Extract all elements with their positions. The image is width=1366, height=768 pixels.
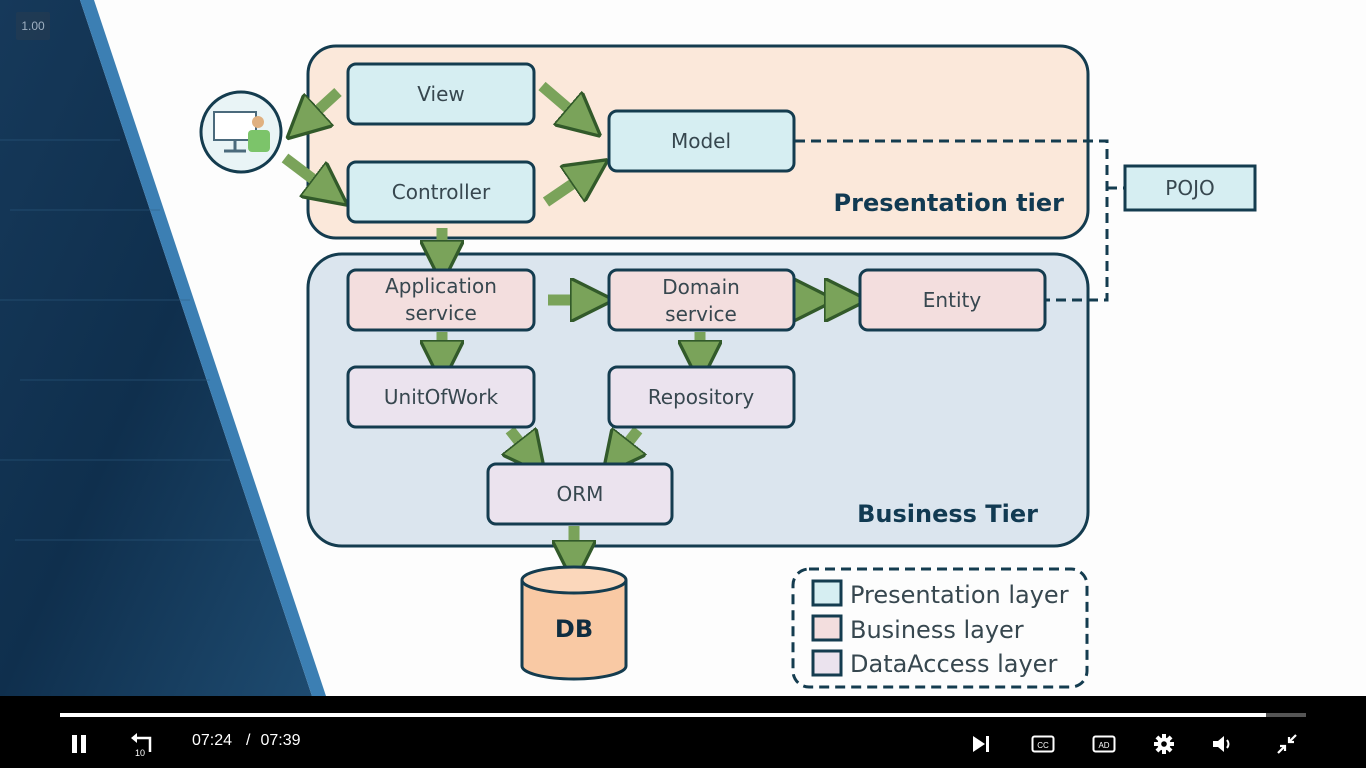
legend-presentation-label: Presentation layer <box>850 581 1069 609</box>
video-frame[interactable]: 1.00 <box>0 0 1366 696</box>
arrow-controller-to-model <box>542 172 590 207</box>
rewind-number: 10 <box>135 748 145 758</box>
legend-swatch-dataaccess <box>811 649 843 677</box>
ad-text: AD <box>1098 741 1109 750</box>
progress-fill <box>60 713 1267 717</box>
architecture-diagram: View Controller Model POJO Application s… <box>199 44 1257 689</box>
model-label: Model <box>671 129 731 153</box>
exit-fullscreen-button[interactable] <box>1269 728 1305 760</box>
domain-service-label-line2: service <box>665 302 737 326</box>
domain-service-label-line1: Domain <box>662 275 740 299</box>
controller-label: Controller <box>392 180 491 204</box>
pojo-label: POJO <box>1165 176 1214 200</box>
time-separator: / <box>246 732 251 749</box>
model-box: Model <box>607 109 796 173</box>
captions-button[interactable]: CC <box>1025 728 1061 760</box>
current-time: 07:24 <box>192 732 233 749</box>
entity-box: Entity <box>858 268 1047 332</box>
domain-service-box: Domain service <box>607 268 796 332</box>
orm-label: ORM <box>557 482 604 506</box>
repository-box: Repository <box>607 365 796 429</box>
playback-speed-badge: 1.00 <box>16 12 50 40</box>
pause-icon <box>72 735 86 753</box>
volume-icon <box>1213 736 1230 752</box>
repository-label: Repository <box>648 385 755 409</box>
presentation-tier-label: Presentation tier <box>834 189 1065 217</box>
volume-button[interactable] <box>1205 728 1241 760</box>
pause-button[interactable] <box>61 728 97 760</box>
settings-button[interactable] <box>1146 728 1182 760</box>
entity-label: Entity <box>923 288 982 312</box>
ad-icon: AD <box>1092 735 1116 753</box>
unitofwork-box: UnitOfWork <box>346 365 536 429</box>
legend: Presentation layer Business layer DataAc… <box>791 567 1089 689</box>
view-box: View <box>346 62 536 126</box>
pojo-box: POJO <box>1123 164 1257 212</box>
application-service-label-line2: service <box>405 301 477 325</box>
db-label: DB <box>555 615 593 643</box>
time-display: 07:24 / 07:39 <box>192 732 301 750</box>
background-panel <box>0 0 326 696</box>
orm-box: ORM <box>486 462 674 526</box>
application-service-label-line1: Application <box>385 274 497 298</box>
user-computer-icon <box>199 90 283 174</box>
arrow-view-to-user <box>303 87 342 124</box>
controller-box: Controller <box>346 160 536 224</box>
cc-icon: CC <box>1031 735 1055 753</box>
rewind-10-button[interactable]: 10 <box>123 728 159 760</box>
rewind-10-icon: 10 <box>131 733 152 758</box>
skip-next-icon <box>973 736 989 752</box>
video-control-bar: 10 07:24 / 07:39 CC AD <box>0 696 1366 768</box>
application-service-box: Application service <box>346 268 536 332</box>
audio-description-button[interactable]: AD <box>1086 728 1122 760</box>
business-tier-label: Business Tier <box>857 500 1038 528</box>
pojo-connector <box>795 139 1125 302</box>
duration: 07:39 <box>260 732 301 749</box>
progress-bar[interactable] <box>60 713 1306 717</box>
arrow-unitofwork-to-orm <box>510 426 532 458</box>
unitofwork-label: UnitOfWork <box>384 385 499 409</box>
legend-swatch-business <box>811 614 843 642</box>
legend-dataaccess-label: DataAccess layer <box>850 650 1057 678</box>
db-cylinder: DB <box>520 565 628 681</box>
arrow-user-to-controller <box>281 153 330 192</box>
arrow-repository-to-orm <box>616 426 638 458</box>
view-label: View <box>417 82 464 106</box>
legend-business-label: Business layer <box>850 616 1024 644</box>
gear-icon <box>1154 734 1174 754</box>
cc-text: CC <box>1037 741 1049 750</box>
arrow-view-to-model <box>538 81 584 122</box>
legend-swatch-presentation <box>811 579 843 607</box>
exit-fullscreen-icon <box>1277 734 1297 754</box>
next-button[interactable] <box>963 728 999 760</box>
